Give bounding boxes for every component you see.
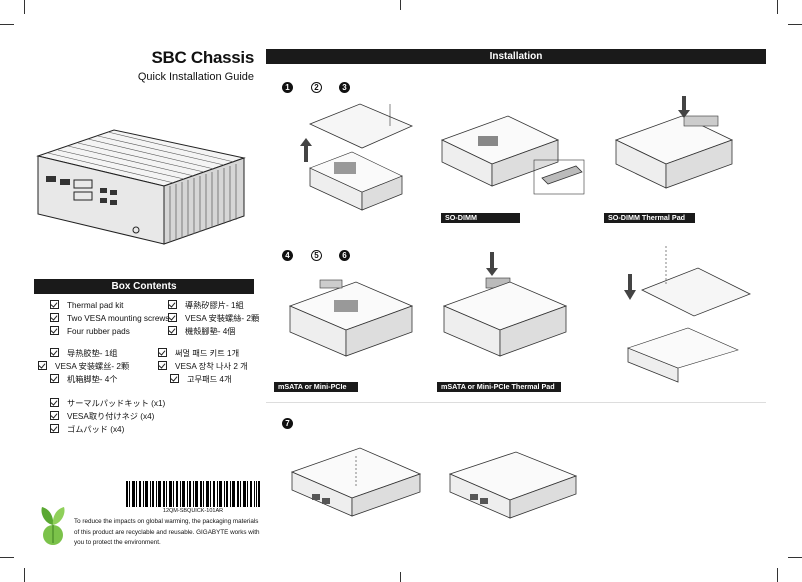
list-item: VESA 장착 나사 2 개: [158, 360, 248, 373]
box-contents-traditional-chinese: 導熱矽膠片- 1組 VESA 安裝螺絲- 2顆 機殼腳墊- 4個: [168, 299, 259, 338]
so-dimm-thermal-pad-illustration: [614, 96, 734, 189]
step-number: 1: [282, 82, 293, 93]
list-item: 导热胶垫- 1组: [38, 347, 129, 360]
crop-mark: [788, 557, 802, 558]
step-number: 2: [311, 82, 322, 93]
box-contents-korean: 써멀 패드 키트 1개 VESA 장착 나사 2 개 고무패드 4개: [158, 347, 248, 386]
list-item: VESA取り付けネジ (x4): [50, 410, 165, 423]
box-contents-japanese: サーマルパッドキット (x1) VESA取り付けネジ (x4) ゴムパッド (x…: [50, 397, 165, 436]
checkbox-icon: [38, 361, 47, 370]
crop-mark: [24, 568, 25, 582]
box-contents-heading: Box Contents: [34, 279, 254, 294]
step-number: 7: [282, 418, 293, 429]
checkbox-icon: [158, 361, 167, 370]
step-4-msata-illustration: [288, 279, 414, 357]
list-item: VESA 安装螺丝- 2颗: [38, 360, 129, 373]
crop-mark: [0, 24, 14, 25]
assembled-chassis-illustration: [448, 451, 578, 519]
eco-statement: To reduce the impacts on global warming,…: [74, 518, 260, 546]
list-item: サーマルパッドキット (x1): [50, 397, 165, 410]
crop-mark: [0, 557, 14, 558]
crop-mark: [788, 24, 802, 25]
crop-mark: [777, 0, 778, 14]
box-contents-simplified-chinese: 导热胶垫- 1组 VESA 安装螺丝- 2颗 机箱脚垫- 4个: [38, 347, 129, 386]
step-5-msata-thermal-pad-illustration: [442, 252, 568, 357]
page-title: SBC Chassis: [151, 48, 254, 67]
label-msata: mSATA or Mini-PCIe: [274, 382, 358, 392]
list-item: VESA 安裝螺絲- 2顆: [168, 312, 259, 325]
checkbox-icon: [50, 398, 59, 407]
crop-mark: [24, 0, 25, 14]
list-item: ゴムパッド (x4): [50, 423, 165, 436]
checkbox-icon: [50, 424, 59, 433]
list-item: 고무패드 4개: [158, 373, 248, 386]
checkbox-icon: [50, 374, 59, 383]
checkbox-icon: [170, 374, 179, 383]
step-1-remove-lid-illustration: [300, 103, 414, 211]
step-number: 3: [339, 82, 350, 93]
list-item: Two VESA mounting screws: [50, 312, 169, 325]
step-number: 4: [282, 250, 293, 261]
label-so-dimm: SO-DIMM: [441, 213, 520, 223]
checkbox-icon: [50, 300, 59, 309]
label-so-dimm-thermal-pad: SO-DIMM Thermal Pad: [604, 213, 695, 223]
crop-mark: [400, 572, 401, 582]
box-contents-english: Thermal pad kit Two VESA mounting screws…: [50, 299, 169, 338]
list-item: 導熱矽膠片- 1組: [168, 299, 259, 312]
checkbox-icon: [50, 326, 59, 335]
list-item: Four rubber pads: [50, 325, 169, 338]
label-msata-thermal-pad: mSATA or Mini-PCIe Thermal Pad: [437, 382, 561, 392]
installation-heading: Installation: [266, 49, 766, 64]
checkbox-icon: [168, 326, 177, 335]
checkbox-icon: [168, 313, 177, 322]
checkbox-icon: [168, 300, 177, 309]
eco-leaf-icon: [41, 507, 65, 545]
checkbox-icon: [50, 348, 59, 357]
chassis-illustration: [36, 129, 246, 245]
step-number: 6: [339, 250, 350, 261]
step-7-screws-illustration: [290, 447, 422, 517]
section-divider: [266, 402, 766, 403]
checkbox-icon: [158, 348, 167, 357]
list-item: 써멀 패드 키트 1개: [158, 347, 248, 360]
barcode-text: 12QM-SBQUICK-101AR: [162, 508, 224, 514]
crop-mark: [400, 0, 401, 10]
list-item: 機殼腳墊- 4個: [168, 325, 259, 338]
crop-mark: [777, 568, 778, 582]
checkbox-icon: [50, 313, 59, 322]
so-dimm-illustration: [440, 115, 585, 195]
barcode: [126, 481, 260, 507]
step-6-close-lid-illustration: [624, 246, 751, 383]
list-item: 机箱脚垫- 4个: [38, 373, 129, 386]
page-subtitle: Quick Installation Guide: [137, 71, 254, 83]
list-item: Thermal pad kit: [50, 299, 169, 312]
step-number: 5: [311, 250, 322, 261]
checkbox-icon: [50, 411, 59, 420]
